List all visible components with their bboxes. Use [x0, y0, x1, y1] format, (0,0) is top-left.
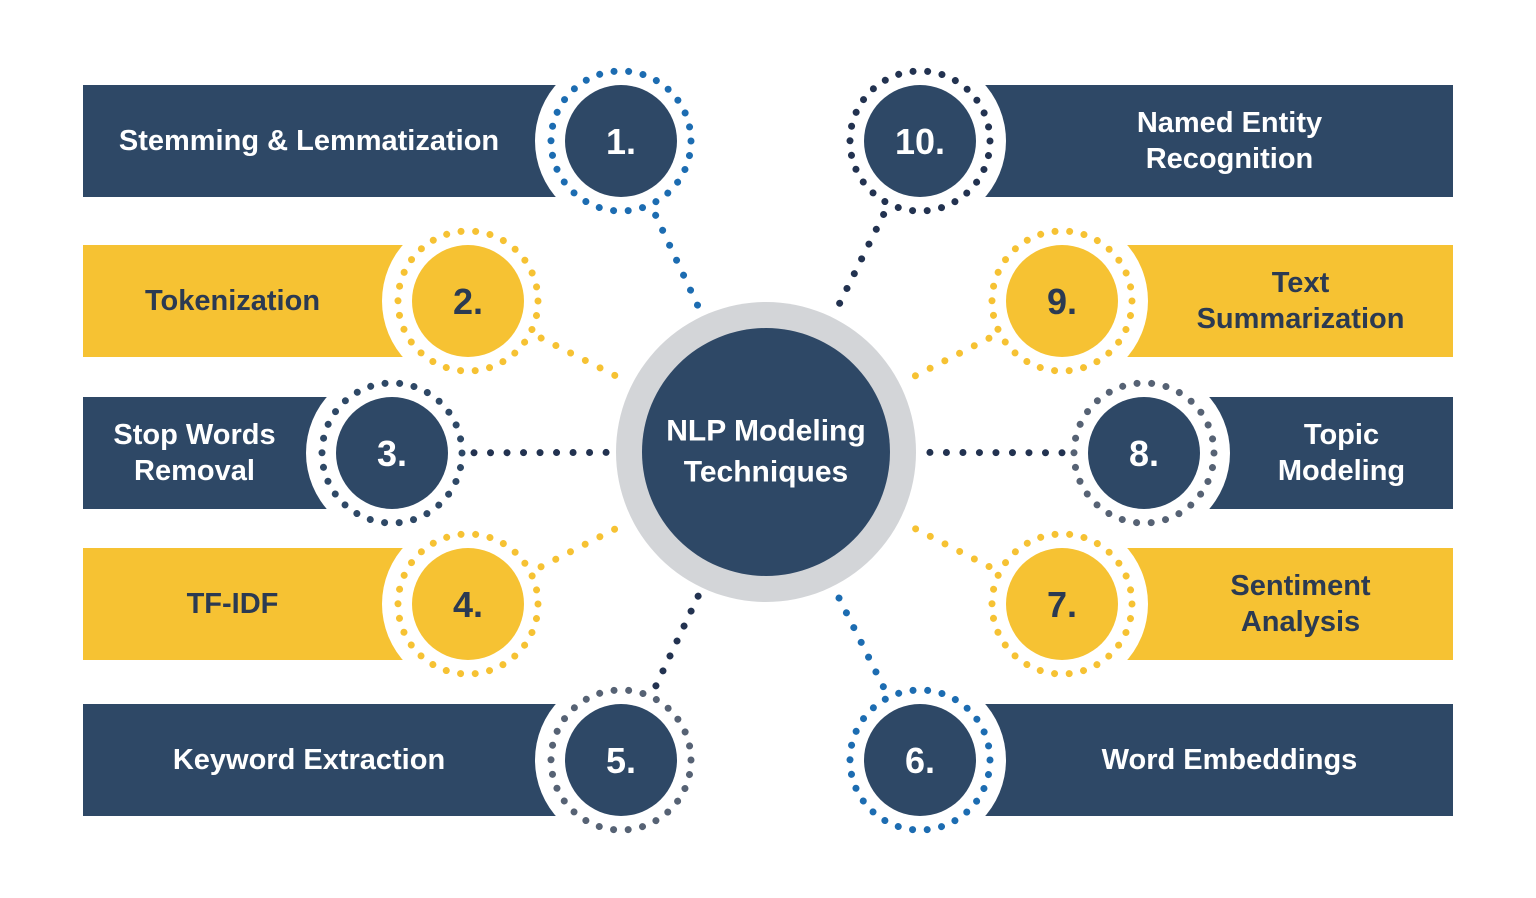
hub-title: NLP Modeling Techniques: [666, 414, 866, 489]
item-1-label: Stemming & Lemmatization: [118, 124, 500, 157]
item-5-connector: [652, 587, 704, 690]
item-5-label: Keyword Extraction: [172, 743, 446, 776]
item-10-connector: [830, 210, 888, 318]
item-2-connector: [537, 334, 633, 386]
item-10-bar: [920, 85, 1453, 197]
item-4-label: TF-IDF: [186, 587, 279, 620]
item-8-label: Topic Modeling: [1277, 418, 1406, 487]
item-4-connector: [537, 518, 633, 571]
item-7-label: Sentiment Analysis: [1230, 569, 1371, 638]
item-10-label: Named Entity Recognition: [1136, 106, 1323, 175]
item-3-label: Stop Words Removal: [113, 418, 276, 487]
item-9-connector: [899, 334, 993, 386]
item-1-bar: [83, 85, 621, 197]
item-2-label: Tokenization: [144, 284, 321, 317]
item-6-bar: [920, 704, 1453, 816]
item-6-connector: [831, 586, 887, 691]
item-1-connector: [652, 211, 705, 316]
item-9-label: Text Summarization: [1196, 266, 1405, 335]
item-7-connector: [899, 518, 993, 571]
item-6-label: Word Embeddings: [1101, 743, 1358, 776]
item-5-bar: [83, 704, 621, 816]
